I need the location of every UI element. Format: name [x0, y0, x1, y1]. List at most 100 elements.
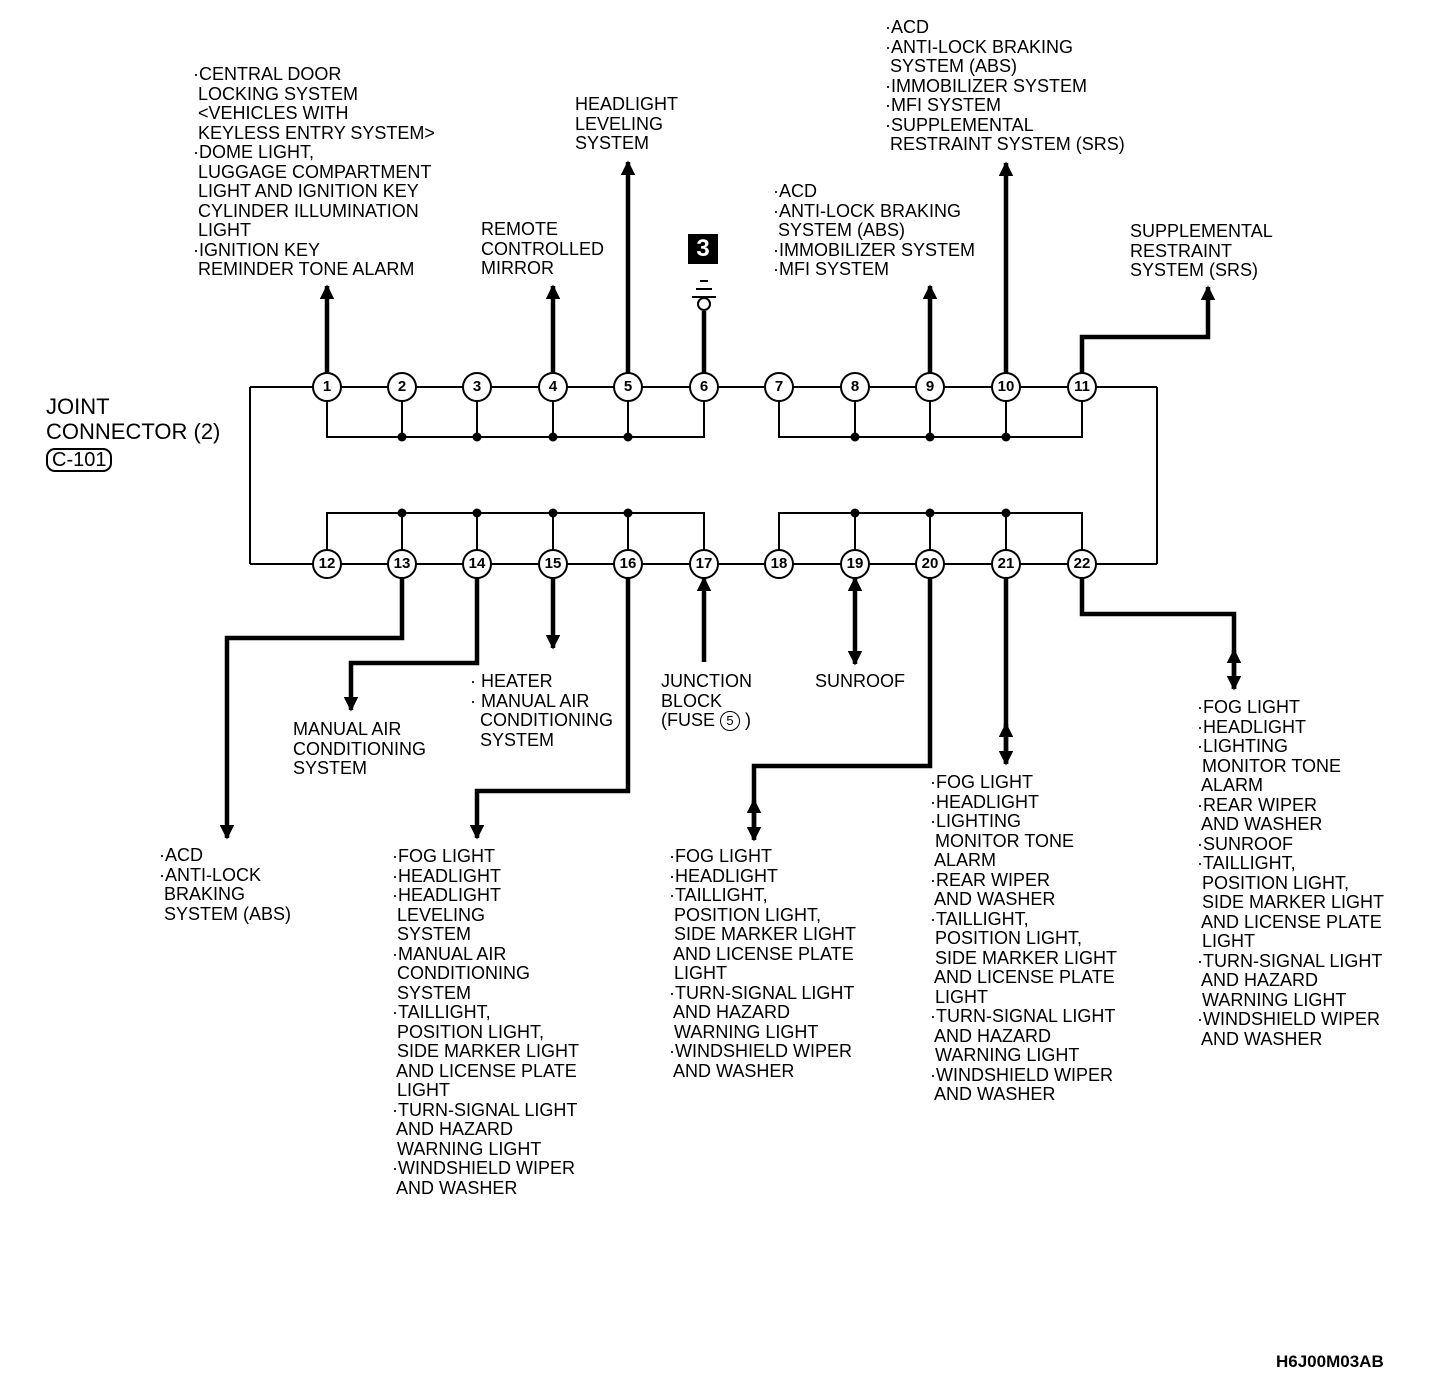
label-line: SYSTEM (ABS) — [159, 903, 292, 924]
label-line: REMOTE — [481, 219, 559, 239]
label-line: CYLINDER ILLUMINATION — [193, 200, 419, 221]
pin-1: 1 — [312, 372, 342, 402]
label-pin15-circuits: · HEATER· MANUAL AIR CONDITIONING SYSTEM — [470, 671, 613, 750]
label-line: AND WASHER — [392, 1177, 518, 1198]
label-line: ·IMMOBILIZER SYSTEM — [773, 239, 976, 260]
label-line: ·ACD — [773, 181, 817, 201]
label-line: ·TURN-SIGNAL LIGHT — [930, 1006, 1116, 1026]
label-line: ·TURN-SIGNAL LIGHT — [392, 1099, 578, 1120]
bus-top-left — [326, 387, 705, 438]
label-line: AND HAZARD — [669, 1002, 791, 1022]
pin-20: 20 — [915, 549, 945, 579]
label-line: ·WINDSHIELD WIPER — [930, 1064, 1114, 1085]
junction-dots — [397, 432, 1011, 518]
label-line: AND HAZARD — [392, 1119, 514, 1139]
label-line: REMINDER TONE ALARM — [193, 259, 415, 279]
fuse-number: 5 — [720, 711, 741, 731]
label-line: BRAKING — [159, 884, 246, 904]
label-line: POSITION LIGHT, — [1197, 872, 1350, 893]
label-pin10-circuits: ·ACD·ANTI-LOCK BRAKING SYSTEM (ABS)·IMMO… — [885, 17, 1125, 155]
label-line: CONDITIONING — [392, 963, 530, 983]
label-line: ·ANTI-LOCK BRAKING — [773, 200, 962, 221]
pin-19: 19 — [840, 549, 870, 579]
label-line: RESTRAINT SYSTEM (SRS) — [885, 134, 1125, 154]
label-pin1-circuits: ·CENTRAL DOOR LOCKING SYSTEM <VEHICLES W… — [193, 64, 435, 280]
label-line: ·SUPPLEMENTAL — [885, 114, 1034, 135]
label-line: SYSTEM — [293, 758, 368, 778]
label-pin9-circuits: ·ACD·ANTI-LOCK BRAKING SYSTEM (ABS)·IMMO… — [773, 181, 976, 280]
label-line: WARNING LIGHT — [669, 1021, 819, 1042]
label-line: POSITION LIGHT, — [392, 1021, 545, 1042]
label-line: WARNING LIGHT — [392, 1138, 542, 1159]
label-pin19-sunroof: SUNROOF — [815, 671, 905, 692]
label-line: ·TAILLIGHT, — [669, 885, 768, 905]
label-line: AND LICENSE PLATE — [930, 967, 1115, 987]
pin-5: 5 — [613, 372, 643, 402]
label-line: SYSTEM (ABS) — [773, 220, 906, 240]
label-line: ALARM — [930, 850, 997, 870]
label-line: MIRROR — [481, 258, 554, 278]
label-line: WARNING LIGHT — [930, 1045, 1080, 1065]
label-line: · MANUAL AIR — [470, 690, 590, 711]
label-line: LIGHT — [392, 1080, 451, 1100]
pin-16: 16 — [613, 549, 643, 579]
label-line: LOCKING SYSTEM — [193, 83, 359, 104]
label-line: ·FOG LIGHT — [392, 846, 495, 866]
label-line: ·FOG LIGHT — [669, 846, 772, 866]
label-line: MANUAL AIR — [293, 719, 402, 739]
label-line: SIDE MARKER LIGHT — [930, 947, 1118, 968]
label-line: SIDE MARKER LIGHT — [669, 924, 857, 944]
label-line: KEYLESS ENTRY SYSTEM> — [193, 122, 435, 143]
label-line: LEVELING — [392, 904, 486, 925]
pin-11: 11 — [1067, 372, 1097, 402]
label-line: LIGHT — [669, 963, 728, 983]
pin-6: 6 — [689, 372, 719, 402]
wire-pin16 — [469, 578, 631, 840]
label-line: AND LICENSE PLATE — [669, 943, 854, 964]
label-line: SIDE MARKER LIGHT — [1197, 892, 1385, 912]
label-pin17-junction-block: JUNCTION BLOCK (FUSE 5 ) — [661, 671, 752, 731]
label-line: ·TURN-SIGNAL LIGHT — [669, 982, 855, 1003]
label-line: ALARM — [1197, 775, 1264, 795]
label-line: POSITION LIGHT, — [669, 904, 822, 925]
label-line: SUNROOF — [815, 671, 905, 691]
label-line: AND LICENSE PLATE — [392, 1060, 577, 1081]
label-line: ·WINDSHIELD WIPER — [1197, 1009, 1381, 1029]
label-line: · HEATER — [470, 671, 553, 691]
label-line: SYSTEM — [392, 982, 472, 1003]
ground-symbol — [692, 280, 716, 373]
pin-8: 8 — [840, 372, 870, 402]
wire-pin13 — [219, 578, 405, 840]
pin-4: 4 — [538, 372, 568, 402]
label-line: MONITOR TONE — [1197, 755, 1342, 776]
label-line: AND WASHER — [930, 889, 1056, 909]
wire-pin11 — [1079, 285, 1216, 373]
label-line: SYSTEM — [470, 729, 555, 750]
label-line: ·REAR WIPER — [930, 869, 1051, 890]
bus-bottom-left — [326, 512, 705, 564]
label-line: AND WASHER — [1197, 1028, 1323, 1049]
label-line: ·WINDSHIELD WIPER — [392, 1158, 576, 1178]
label-line: ·TAILLIGHT, — [392, 1002, 491, 1022]
label-pin13-circuits: ·ACD·ANTI-LOCK BRAKING SYSTEM (ABS) — [159, 845, 292, 924]
label-line: <VEHICLES WITH — [193, 103, 349, 123]
label-line: SYSTEM — [392, 924, 472, 944]
label-line: AND HAZARD — [1197, 970, 1319, 990]
pin-14: 14 — [462, 549, 492, 579]
label-line: SIDE MARKER LIGHT — [392, 1041, 580, 1061]
label-line: LIGHT — [1197, 931, 1256, 951]
pin-7: 7 — [764, 372, 794, 402]
pin-13: 13 — [387, 549, 417, 579]
pin-12: 12 — [312, 549, 342, 579]
label-line: AND HAZARD — [930, 1025, 1052, 1046]
label-line: ·LIGHTING — [930, 811, 1022, 831]
label-line: ·HEADLIGHT — [392, 885, 502, 905]
label-line: ·MANUAL AIR — [392, 943, 507, 964]
label-line: POSITION LIGHT, — [930, 928, 1083, 948]
label-line: ·CENTRAL DOOR — [193, 64, 342, 84]
figure-code: H6J00M03AB — [1276, 1352, 1384, 1371]
label-line: LIGHT — [930, 986, 989, 1007]
label-line: ·MFI SYSTEM — [885, 95, 1001, 115]
label-line: HEADLIGHT — [575, 94, 679, 114]
